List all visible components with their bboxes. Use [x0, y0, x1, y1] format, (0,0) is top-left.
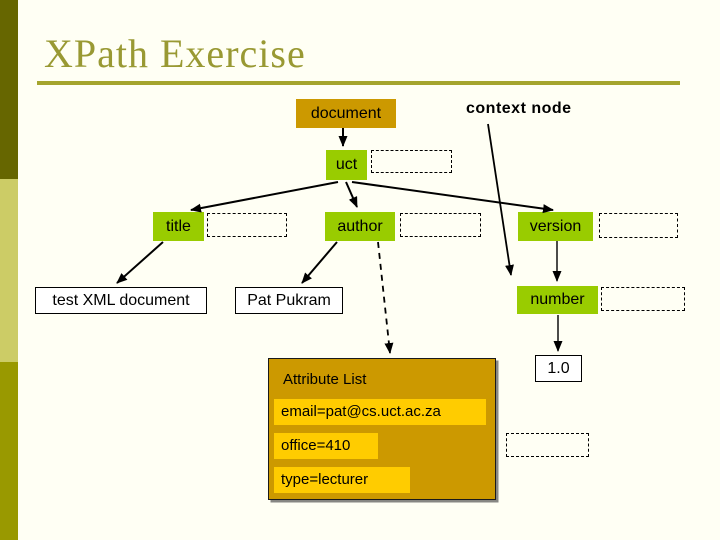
title-underline — [37, 81, 680, 85]
attribute-office: office=410 — [274, 433, 378, 459]
attribute-email: email=pat@cs.uct.ac.za — [274, 399, 486, 425]
node-uct: uct — [326, 150, 367, 180]
placeholder-bottom-right — [506, 433, 589, 457]
node-number: number — [517, 286, 598, 314]
edge-author-attributes — [377, 241, 394, 354]
slide-title: XPath Exercise — [44, 31, 306, 76]
edge-uct-title — [190, 181, 339, 213]
edge-uct-version — [351, 181, 554, 214]
edge-author-value — [301, 241, 338, 284]
node-version: version — [518, 212, 593, 241]
sidebar-bar-middle — [0, 179, 18, 362]
node-title: title — [153, 212, 204, 241]
leaf-version-number: 1.0 — [535, 355, 582, 382]
edge-uct-author — [345, 181, 358, 208]
attribute-type: type=lecturer — [274, 467, 410, 493]
edge-title-value — [116, 241, 164, 284]
node-author: author — [325, 212, 395, 241]
attribute-list-box: Attribute List email=pat@cs.uct.ac.za of… — [268, 358, 496, 500]
attribute-list-header: Attribute List — [283, 371, 367, 388]
sidebar-bar-top — [0, 0, 18, 179]
sidebar-bar-bottom — [0, 362, 18, 540]
leaf-pat-pukram: Pat Pukram — [235, 287, 343, 314]
placeholder-title — [207, 213, 287, 237]
placeholder-uct — [371, 150, 452, 173]
edge-context-pointer — [487, 123, 514, 276]
node-document: document — [296, 99, 396, 128]
placeholder-number — [601, 287, 685, 311]
placeholder-version — [599, 213, 678, 238]
placeholder-author — [400, 213, 481, 237]
context-node-label: context node — [466, 100, 572, 117]
leaf-test-xml-document: test XML document — [35, 287, 207, 314]
